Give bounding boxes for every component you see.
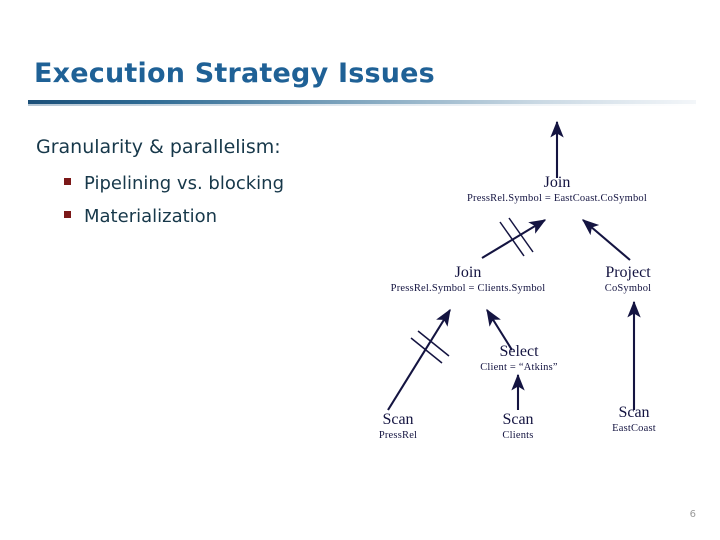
blocking-break-mark-b2 [417,330,450,357]
plan-edges-svg [387,120,641,411]
body-heading: Granularity & parallelism: [36,136,281,158]
plan-node-select: Select Client = “Atkins” [480,343,558,375]
bullet-item-pipelining: Pipelining vs. blocking [64,173,284,194]
plan-node-project: Project CoSymbol [605,264,652,296]
plan-node-scan-clients: Scan Clients [502,411,533,443]
bullet-item-label: Pipelining vs. blocking [84,173,284,194]
edge-project-to-jointop [582,219,631,261]
plan-node-scan-pressrel: Scan PressRel [379,411,417,443]
plan-node-arg-label: PressRel.Symbol = Clients.Symbol [390,283,546,294]
bullet-item-label: Materialization [84,206,218,227]
plan-node-op-label: Join [543,174,571,191]
blocking-break-mark-a1 [499,221,525,257]
plan-node-arg-label: Clients [502,430,534,441]
query-plan-diagram: Join PressRel.Symbol = EastCoast.CoSymbo… [340,110,720,480]
plan-node-scan-eastcoast: Scan EastCoast [612,404,656,436]
edge-scanpressrel-to-joinmid [387,308,451,411]
plan-node-arg-label: PressRel.Symbol = EastCoast.CoSymbol [467,193,647,204]
edge-joinmid-to-jointop [481,219,547,259]
blocking-break-mark-b1 [410,337,443,364]
bullet-square-icon [64,178,71,185]
plan-node-op-label: Scan [502,411,534,428]
plan-node-arg-label: PressRel [378,430,418,441]
title-underline-rule [28,100,696,104]
edge-select-to-joinmid [486,308,513,351]
plan-node-join-mid: Join PressRel.Symbol = Clients.Symbol [391,264,546,296]
plan-node-op-label: Select [499,343,539,360]
bullet-item-materialization: Materialization [64,206,217,227]
plan-node-op-label: Join [454,264,482,281]
plan-node-arg-label: Client = “Atkins” [480,362,558,373]
plan-node-op-label: Project [605,264,651,281]
blocking-break-mark-a2 [508,217,534,253]
page-number: 6 [689,509,696,520]
plan-node-arg-label: EastCoast [612,423,656,434]
plan-node-join-top: Join PressRel.Symbol = EastCoast.CoSymbo… [467,174,647,206]
title-underline-shadow [28,104,696,106]
plan-node-arg-label: CoSymbol [604,283,652,294]
plan-node-op-label: Scan [382,411,414,428]
bullet-square-icon [64,211,71,218]
page-title: Execution Strategy Issues [34,58,435,89]
plan-node-op-label: Scan [618,404,650,421]
